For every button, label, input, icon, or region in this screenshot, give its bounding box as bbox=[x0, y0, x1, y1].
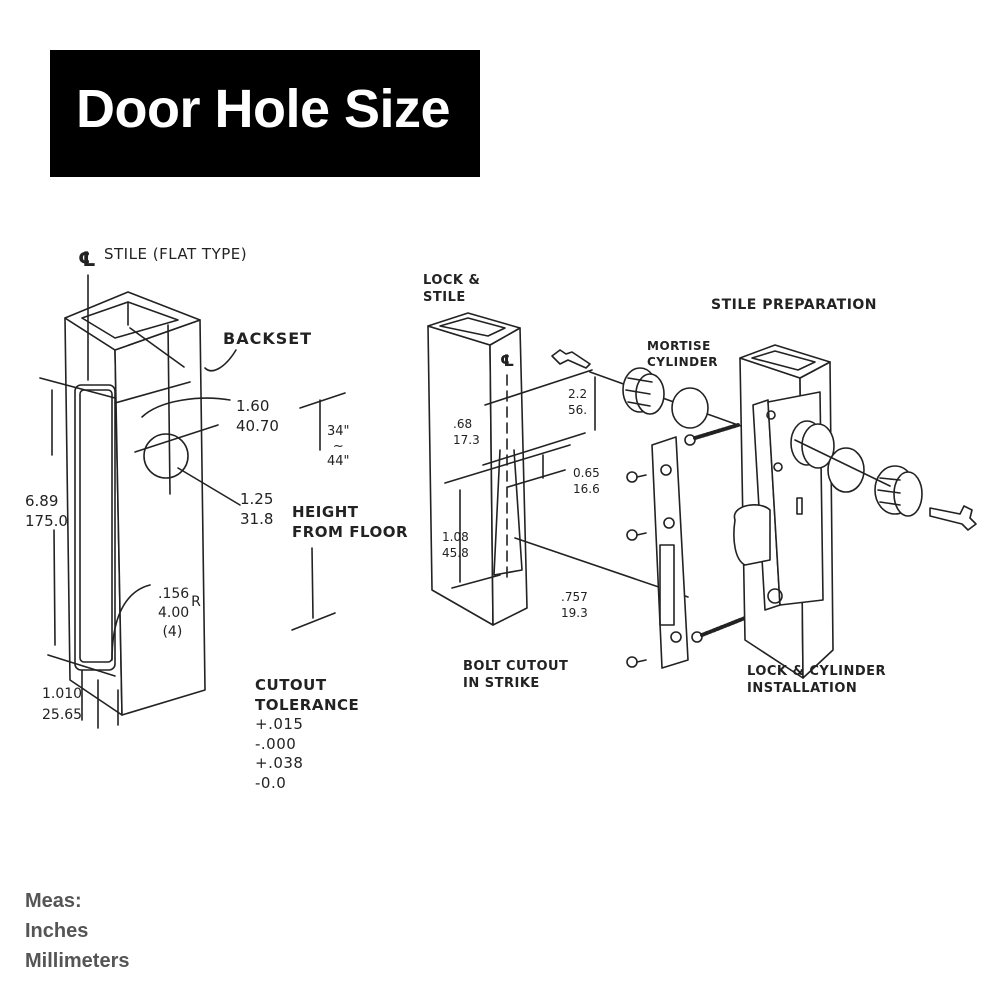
stile-preparation-heading: STILE PREPARATION bbox=[711, 297, 878, 313]
strike-plate-drawing bbox=[626, 423, 747, 669]
legend-millimeters: Millimeters bbox=[25, 950, 130, 972]
lock-stile-heading: LOCK &STILE bbox=[423, 273, 481, 305]
page-title: Door Hole Size bbox=[76, 79, 451, 139]
legend-inches: Inches bbox=[25, 920, 89, 942]
centerline-symbol: ℄ bbox=[500, 351, 515, 370]
lock-hole bbox=[143, 433, 189, 479]
title-banner: Door Hole Size bbox=[50, 50, 480, 177]
prepared-stile-drawing bbox=[733, 344, 977, 679]
backset-label: BACKSET bbox=[223, 329, 313, 348]
screw-icons bbox=[626, 423, 747, 668]
mortise-cylinder-drawing bbox=[551, 349, 709, 429]
flat-stile-heading: STILE (FLAT TYPE) bbox=[104, 245, 248, 263]
legend-meas: Meas: bbox=[25, 890, 82, 912]
height-range-dim: 34"~44" bbox=[327, 424, 350, 469]
centerline-symbol: ℄ bbox=[78, 247, 96, 271]
lock-stile-drawing bbox=[427, 312, 781, 626]
flat-stile-drawing bbox=[39, 274, 346, 729]
